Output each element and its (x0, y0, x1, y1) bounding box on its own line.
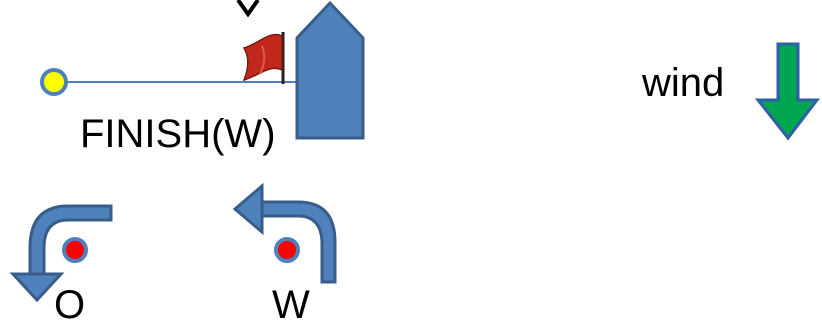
counterclockwise-rounding-arrow-icon (9, 204, 113, 303)
down-arrow-icon (754, 42, 821, 141)
wind-label: wind (642, 61, 725, 105)
mark-w-label: W (272, 283, 310, 327)
mark-o-buoy (62, 237, 88, 263)
committee-boat-icon (295, 0, 365, 140)
mark-w-buoy (274, 237, 300, 263)
mark-o-label: O (54, 283, 86, 327)
cropped-text-fragment (236, 0, 260, 18)
red-flag-icon (242, 32, 285, 84)
clockwise-rounding-arrow-icon (232, 182, 337, 284)
finish-label: FINISH(W) (80, 112, 276, 156)
pin-end-buoy-icon (40, 68, 68, 96)
